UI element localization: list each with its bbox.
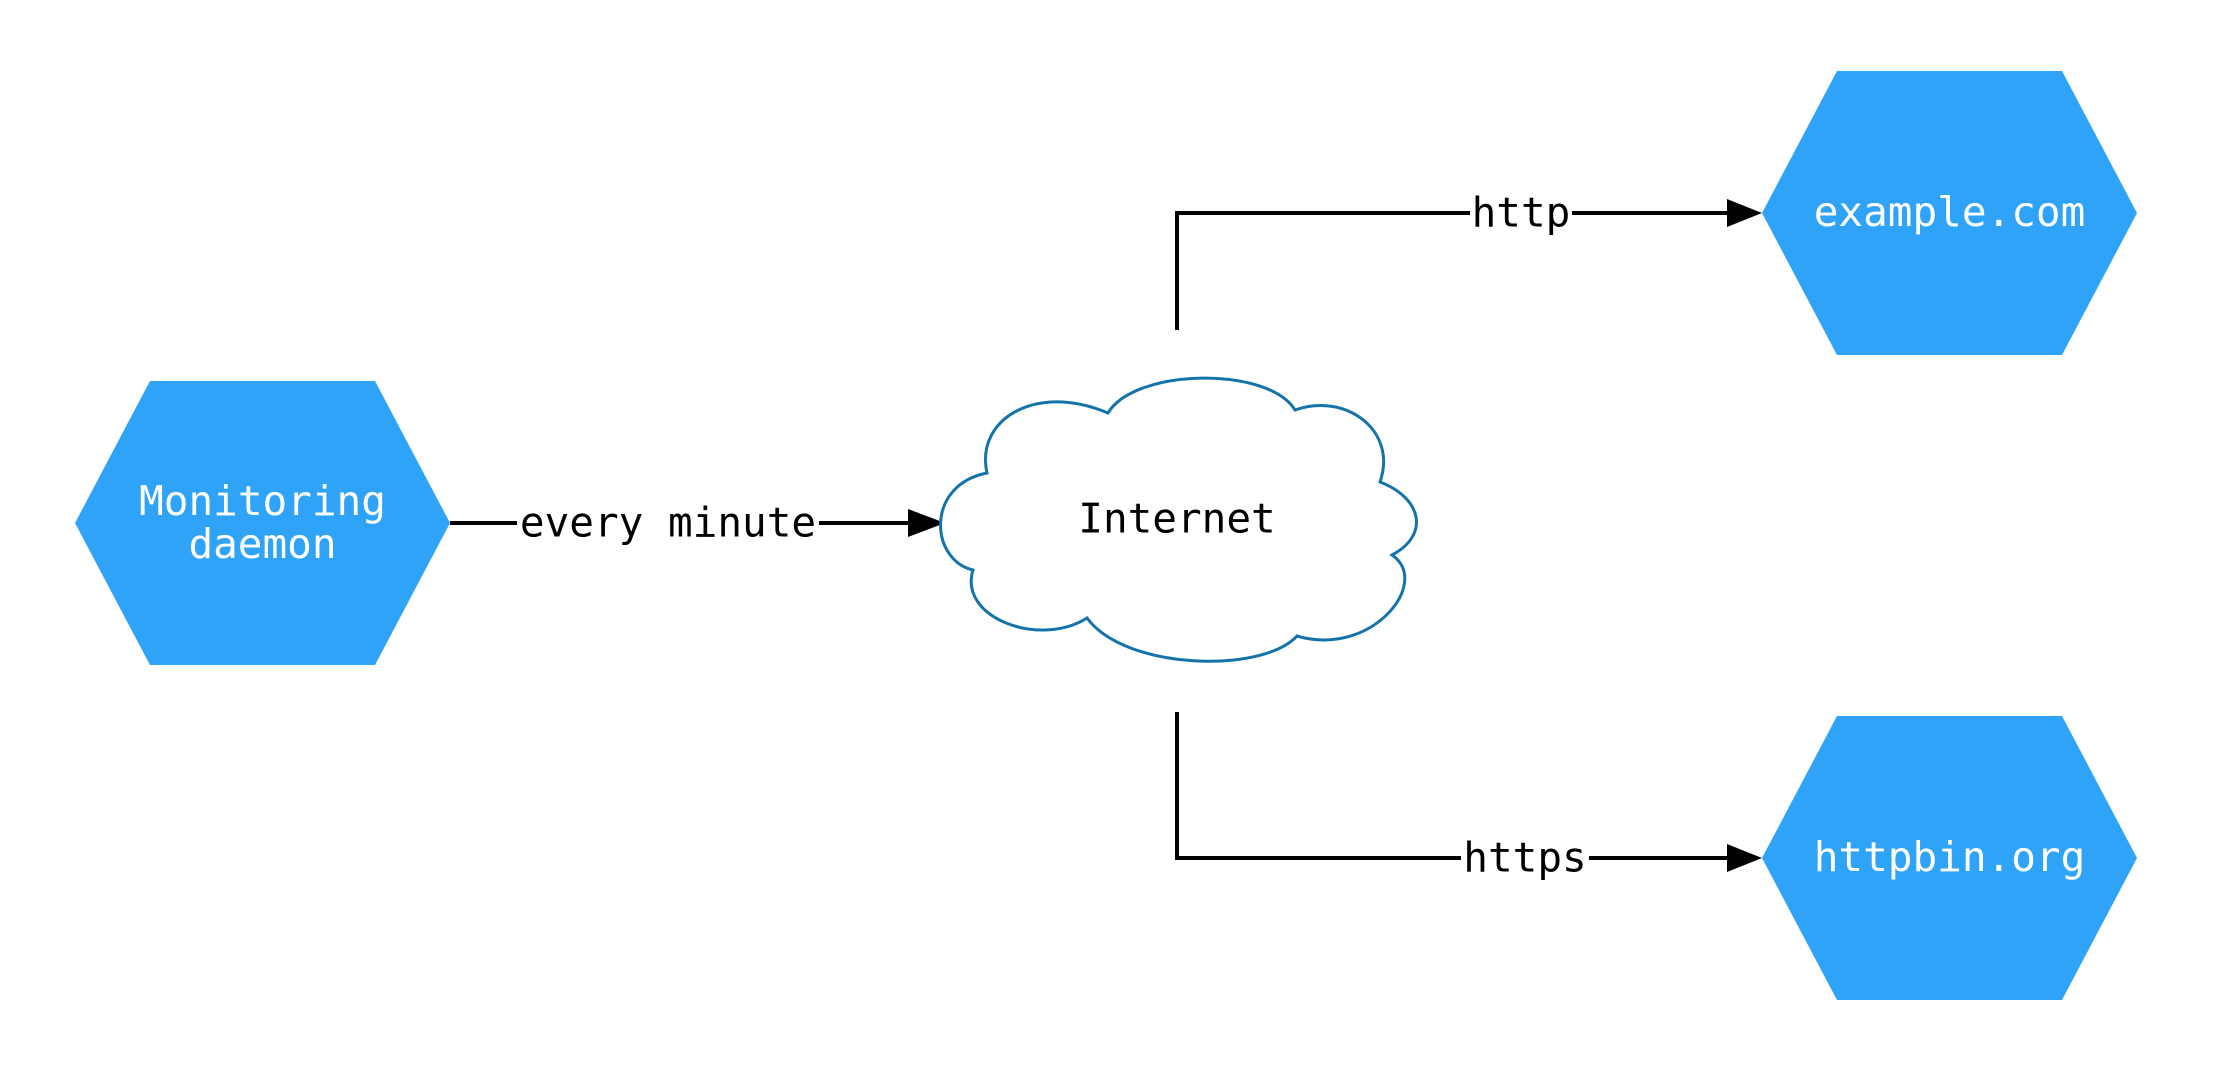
edge-http-label: http: [1471, 188, 1571, 237]
node-example-com: example.com: [1762, 71, 2137, 355]
edge-https-line-start: [1175, 712, 1461, 860]
edge-every-minute-arrowhead-icon: [908, 509, 945, 537]
node-internet-label: Internet: [1078, 494, 1276, 543]
edge-https-arrowhead-icon: [1727, 844, 1762, 872]
internet-cloud-shape: [939, 376, 1418, 663]
node-httpbin-org: httpbin.org: [1762, 716, 2137, 1000]
edge-http-line-start: [1175, 211, 1470, 330]
node-example-com-label: example.com: [1813, 188, 2086, 237]
edge-http-arrowhead-icon: [1727, 199, 1762, 227]
edge-https-label: https: [1463, 833, 1587, 882]
node-monitoring-daemon-label: Monitoring daemon: [139, 476, 386, 568]
node-monitoring-daemon: Monitoring daemon: [75, 381, 450, 665]
edge-every-minute-label: every minute: [519, 498, 817, 547]
node-httpbin-org-label: httpbin.org: [1813, 833, 2086, 882]
